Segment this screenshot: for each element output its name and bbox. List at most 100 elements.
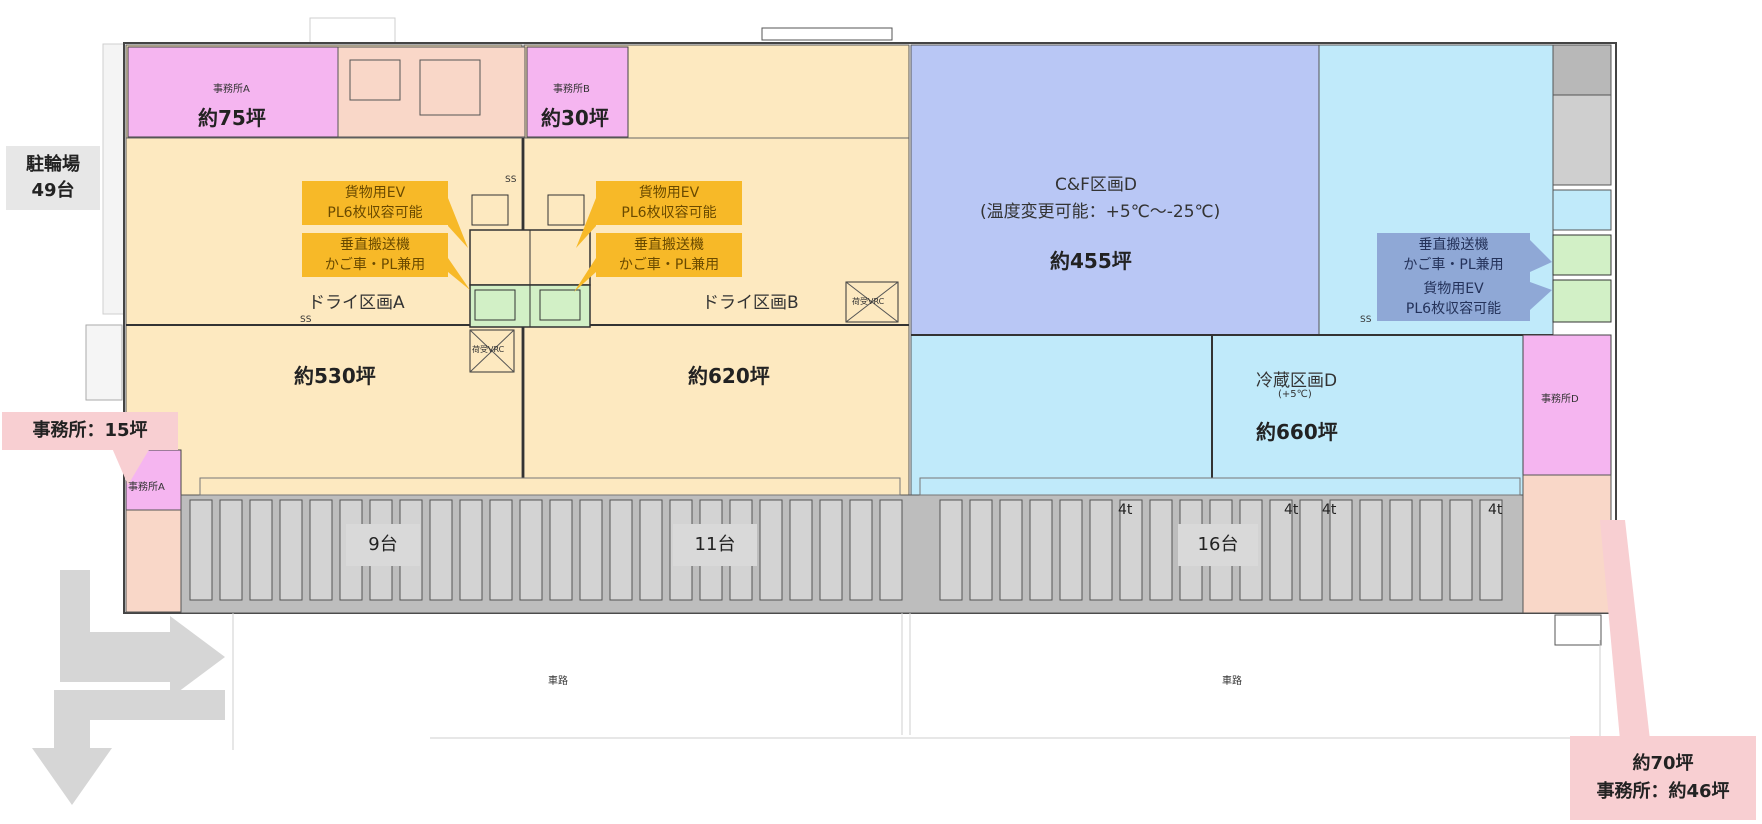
truck-tag: 4t bbox=[1322, 502, 1337, 518]
berth-count-a: 9台 bbox=[346, 524, 420, 566]
arrow-right-icon bbox=[60, 570, 225, 698]
road-label: 車路 bbox=[1222, 676, 1242, 687]
dock-bay bbox=[579, 499, 603, 601]
dock-bay bbox=[249, 499, 273, 601]
left-stair bbox=[85, 324, 123, 401]
office-d-name: 事務所D bbox=[1541, 394, 1579, 405]
road-label: 車路 bbox=[548, 676, 568, 687]
office-d-stair bbox=[1554, 614, 1602, 646]
bike-parking-label: 駐輪場 49台 bbox=[6, 146, 100, 210]
callout-lift-d-line1: 垂直搬送機 bbox=[1418, 237, 1489, 253]
dock-bay bbox=[1449, 499, 1473, 601]
dock-bay bbox=[879, 499, 903, 601]
cf-d-name: C&F区画D bbox=[1055, 175, 1137, 195]
right-room-gray-1 bbox=[1552, 44, 1612, 96]
office-b-top-area: 約30坪 bbox=[541, 106, 609, 130]
dock-bay bbox=[999, 499, 1023, 601]
ev-stack-a bbox=[471, 194, 509, 226]
callout-lift-d: 垂直搬送機 かご車・PL兼用 bbox=[1377, 233, 1530, 277]
dock-bay bbox=[1119, 499, 1143, 601]
callout-lift-left-line1: 垂直搬送機 bbox=[340, 237, 410, 253]
dock-bay bbox=[1059, 499, 1083, 601]
berth-count-d: 16台 bbox=[1178, 524, 1258, 566]
office-right-label: 約70坪 事務所：約46坪 bbox=[1570, 736, 1756, 820]
truck-tag: 4t bbox=[1488, 502, 1503, 518]
dock-bays bbox=[189, 499, 1503, 601]
office-right-area: 約70坪 bbox=[1632, 753, 1694, 774]
callout-lift-left: 垂直搬送機 かご車・PL兼用 bbox=[302, 233, 448, 277]
office-a-top bbox=[127, 46, 339, 138]
ss-marker: SS bbox=[505, 175, 517, 185]
dock-bay bbox=[219, 499, 243, 601]
pointer-lift-right bbox=[574, 258, 596, 292]
pointer-lift-d bbox=[1530, 240, 1552, 272]
ss-marker: SS bbox=[1360, 315, 1372, 325]
ev-left-unit bbox=[474, 289, 516, 321]
service-room-1 bbox=[349, 59, 401, 101]
office-a-stair bbox=[125, 509, 182, 613]
office-d-service bbox=[1522, 474, 1612, 614]
zone-cold-d bbox=[910, 334, 1524, 496]
vrc-left-label: 荷受VRC bbox=[472, 345, 505, 354]
right-ev-1 bbox=[1552, 234, 1612, 276]
dry-a-area: 約530坪 bbox=[294, 364, 376, 388]
dock-bay bbox=[309, 499, 333, 601]
arrow-down-icon bbox=[32, 690, 225, 805]
dry-a-name: ドライ区画A bbox=[308, 293, 405, 313]
zone-cf-d bbox=[910, 44, 1320, 336]
callout-lift-right: 垂直搬送機 かご車・PL兼用 bbox=[596, 233, 742, 277]
dry-b-name: ドライ区画B bbox=[702, 293, 799, 313]
office-left-label: 事務所：15坪 bbox=[2, 412, 178, 450]
berth-count-b: 11台 bbox=[673, 524, 757, 566]
dock-bay bbox=[1029, 499, 1053, 601]
callout-ev-d: 貨物用EV PL6枚収容可能 bbox=[1377, 277, 1530, 321]
callout-ev-right-line1: 貨物用EV bbox=[638, 185, 700, 201]
pointer-right-office bbox=[1600, 520, 1650, 740]
callout-lift-right-line1: 垂直搬送機 bbox=[634, 237, 704, 253]
bike-parking-title: 駐輪場 bbox=[26, 154, 80, 175]
right-room-stair bbox=[1552, 189, 1612, 231]
dock-bay bbox=[459, 499, 483, 601]
callout-ev-d-line2: PL6枚収容可能 bbox=[1405, 301, 1502, 317]
office-a-top-name: 事務所A bbox=[213, 84, 250, 95]
dock-bay bbox=[279, 499, 303, 601]
cf-d-area: 約455坪 bbox=[1050, 249, 1132, 273]
pointer-ev-d bbox=[1530, 282, 1552, 310]
service-rooms bbox=[337, 46, 526, 138]
cf-d-note: (温度変更可能：+5℃～-25℃) bbox=[980, 202, 1221, 222]
dock-bay bbox=[759, 499, 783, 601]
truck-tag: 4t bbox=[1118, 502, 1133, 518]
callout-ev-d-line1: 貨物用EV bbox=[1423, 281, 1484, 297]
dock-bay bbox=[1269, 499, 1293, 601]
dock-bay bbox=[429, 499, 453, 601]
ss-marker: SS bbox=[300, 315, 312, 325]
dock-bay bbox=[1329, 499, 1353, 601]
ev-right-unit bbox=[539, 289, 581, 321]
dock-bay bbox=[1149, 499, 1173, 601]
roof-outline bbox=[309, 17, 396, 44]
dock-bay bbox=[639, 499, 663, 601]
pointer-left-office bbox=[112, 448, 150, 485]
callout-ev-left-line2: PL6枚収容可能 bbox=[327, 205, 423, 221]
dock-bay bbox=[1089, 499, 1113, 601]
dock-bay bbox=[189, 499, 213, 601]
callout-ev-right: 貨物用EV PL6枚収容可能 bbox=[596, 181, 742, 225]
dock-bay bbox=[939, 499, 963, 601]
office-b-top bbox=[526, 46, 629, 138]
bike-parking-count: 49台 bbox=[31, 180, 75, 201]
dock-canopy-left bbox=[199, 477, 901, 496]
top-vent bbox=[761, 27, 893, 41]
dock-bay bbox=[789, 499, 813, 601]
office-a-small-name: 事務所A bbox=[128, 482, 165, 493]
dock-bay bbox=[849, 499, 873, 601]
cold-d-area: 約660坪 bbox=[1256, 420, 1338, 444]
dock-bay bbox=[1389, 499, 1413, 601]
ev-stack-b bbox=[547, 194, 585, 226]
dock-bay bbox=[1359, 499, 1383, 601]
office-a-top-area: 約75坪 bbox=[198, 106, 266, 130]
pointer-ev-left bbox=[448, 198, 468, 248]
vrc-right-x2 bbox=[845, 281, 899, 323]
service-room-2 bbox=[419, 59, 481, 116]
dock-bay bbox=[819, 499, 843, 601]
